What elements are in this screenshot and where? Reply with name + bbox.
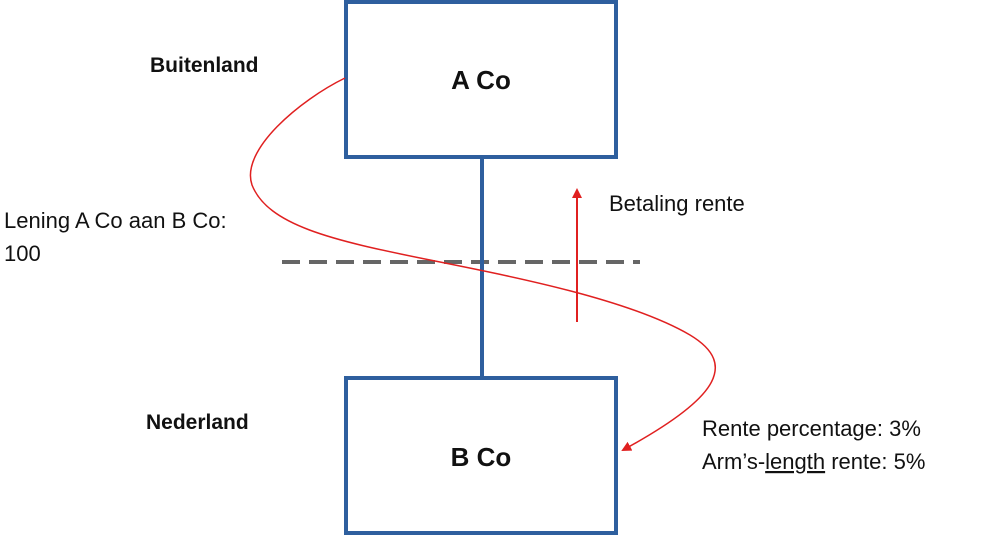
region-label-buitenland: Buitenland xyxy=(150,54,259,77)
entity-label-b-co: B Co xyxy=(451,442,512,472)
entity-box-a-co[interactable] xyxy=(344,0,618,159)
entity-label-a-co: A Co xyxy=(451,65,511,95)
interest-rate-text: Rente percentage: 3% xyxy=(702,416,921,441)
entity-box-b-co[interactable] xyxy=(344,376,618,535)
interest-payment-label: Betaling rente xyxy=(609,191,745,216)
arms-length-prefix: Arm’s- xyxy=(702,449,765,474)
arms-length-suffix: rente: 5% xyxy=(825,449,925,474)
loan-description-line1: Lening A Co aan B Co: xyxy=(4,208,227,233)
arms-length-word: length xyxy=(765,449,825,474)
loan-amount: 100 xyxy=(4,241,41,266)
region-label-nederland: Nederland xyxy=(146,411,249,434)
arms-length-rate-text: Arm’s-length rente: 5% xyxy=(702,449,925,474)
loan-flow-arrow xyxy=(249,77,717,451)
